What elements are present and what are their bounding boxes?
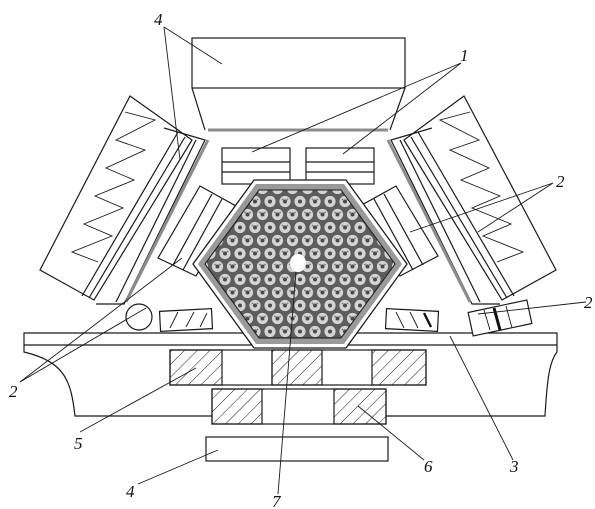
left-sensor-circle — [125, 303, 153, 331]
label-6: 6 — [424, 457, 433, 476]
label-2-right-lower: 2 — [584, 293, 593, 312]
label-4-top: 4 — [154, 10, 163, 29]
left-detector-assembly — [39, 95, 210, 305]
bottom-shield-upper-row — [169, 349, 427, 386]
label-2-left: 2 — [9, 382, 18, 401]
inner-detectors-sides — [157, 185, 439, 277]
label-4-bottom: 4 — [126, 482, 135, 501]
reactor-core — [192, 179, 408, 349]
label-7: 7 — [272, 492, 282, 509]
core-center-channel — [290, 254, 306, 272]
top-detector-hopper — [191, 87, 406, 131]
top-detector — [191, 37, 406, 89]
leader-lines — [19, 26, 587, 495]
inner-detectors-top — [221, 147, 375, 185]
label-1: 1 — [460, 46, 469, 65]
bottom-shield-lower-row — [211, 388, 387, 425]
bottom-detector — [205, 436, 389, 462]
right-detector-assembly — [386, 95, 557, 337]
label-5: 5 — [74, 434, 83, 453]
lower-side-detectors — [125, 303, 440, 332]
label-2-right-upper: 2 — [556, 172, 565, 191]
label-3: 3 — [509, 457, 519, 476]
